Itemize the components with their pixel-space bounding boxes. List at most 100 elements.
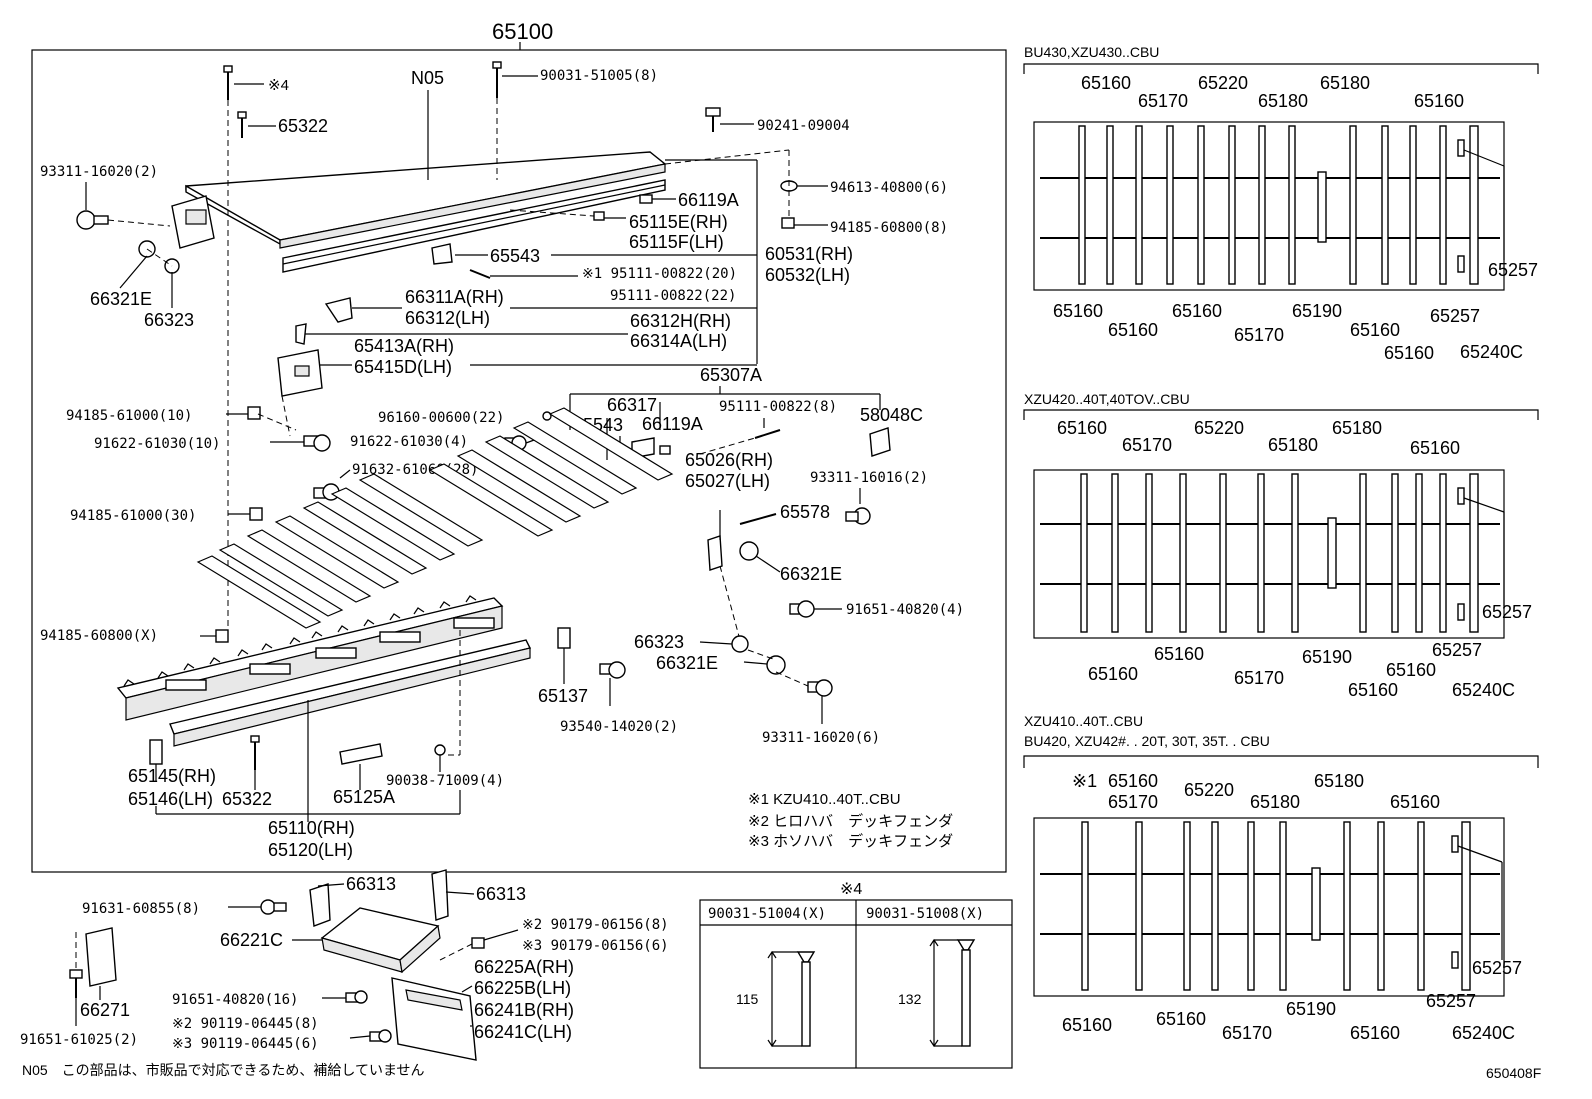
rivet-icon (469, 269, 491, 279)
bushing-icon (739, 541, 759, 561)
latch-icon (295, 323, 307, 345)
l2-bot-65160a: 65160 (1088, 664, 1138, 684)
label-66317: 66317 (607, 395, 657, 415)
label-93540-14020: 93540-14020(2) (560, 719, 678, 735)
label-96160-00600: 96160-00600(22) (378, 410, 504, 426)
label-66314a: 66314A(LH) (630, 331, 727, 351)
label-90179-2: ※2 90179-06156(8) (522, 917, 669, 933)
bracket-66271 (85, 927, 117, 987)
label-66311a: 66311A(RH) (405, 287, 504, 307)
label-91622-61030-10: 91622-61030(10) (94, 436, 220, 452)
label-93311-16020-2: 93311-16020(2) (40, 164, 158, 180)
label-65322-top: 65322 (278, 116, 328, 136)
label-66312h: 66312H(RH) (630, 311, 731, 331)
l3-bot-65190: 65190 (1286, 999, 1336, 1019)
end-cap-icon (149, 739, 163, 765)
bolt-icon (956, 939, 976, 1047)
mud-flap (391, 977, 477, 1061)
l1-bot-65160b: 65160 (1108, 320, 1158, 340)
l1-bot-65257: 65257 (1430, 306, 1480, 326)
side-hinge-rail (116, 595, 532, 747)
label-65027: 65027(LH) (685, 471, 770, 491)
layout1-floor-frame (1033, 121, 1505, 291)
bolt-icon (303, 434, 331, 452)
label-65415d: 65415D(LH) (354, 357, 452, 377)
bolt-icon (345, 990, 368, 1004)
layout2-title: XZU420..40T,40TOV..CBU (1024, 391, 1190, 407)
label-94613-40800: 94613-40800(6) (830, 180, 948, 196)
l1-65257a: 65257 (1488, 260, 1538, 280)
layout3-title1: XZU410..40T..CBU (1024, 713, 1143, 729)
label-66119a-top: 66119A (678, 190, 739, 210)
label-66321e-low: 66321E (656, 653, 718, 673)
label-94185-60800-8: 94185-60800(8) (830, 220, 948, 236)
clip-icon (659, 445, 671, 455)
layout3-title2: BU420, XZU42#. . 20T, 30T, 35T. . CBU (1024, 733, 1270, 749)
l3-bot-65160c: 65160 (1350, 1023, 1400, 1043)
note-1: ※1 KZU410..40T..CBU (748, 791, 901, 808)
label-66323-low: 66323 (634, 632, 684, 652)
l2-65257a: 65257 (1482, 602, 1532, 622)
label-66312-lh: 66312(LH) (405, 308, 490, 328)
deck-fender (320, 907, 441, 974)
label-65413a: 65413A(RH) (354, 336, 454, 356)
screw-icon (237, 111, 247, 138)
label-58048c: 58048C (860, 405, 923, 425)
layout1-title: BU430,XZU430..CBU (1024, 44, 1159, 60)
label-66225b: 66225B(LH) (474, 978, 571, 998)
corner-bracket (171, 195, 215, 249)
crossmember-set (196, 407, 674, 629)
label-66313-a: 66313 (346, 874, 396, 894)
screw-icon (492, 61, 502, 98)
label-90179-3: ※3 90179-06156(6) (522, 938, 669, 954)
l2-bot-65160c: 65160 (1348, 680, 1398, 700)
label-91651-40820-16: 91651-40820(16) (172, 992, 298, 1008)
bolt-table-title: ※4 (840, 881, 862, 898)
clip-icon (639, 194, 653, 204)
label-65578: 65578 (780, 502, 830, 522)
label-65110: 65110(RH) (268, 818, 355, 838)
l2-bot-65160b: 65160 (1154, 644, 1204, 664)
label-n05: N05 (411, 68, 444, 88)
l1-bot-65160e: 65160 (1384, 343, 1434, 363)
label-65307a: 65307A (700, 365, 762, 385)
bolt-table-col1: 90031-51004(X) (708, 906, 826, 922)
l2-bot-65240c: 65240C (1452, 680, 1515, 700)
label-66241c: 66241C(LH) (474, 1022, 572, 1042)
label-60532: 60532(LH) (765, 265, 850, 285)
l3-top-65160a: 65160 (1108, 771, 1158, 791)
label-90038-71009: 90038-71009(4) (386, 773, 504, 789)
note-3: ※3 ホソハバ デッキフェンダ (748, 833, 954, 850)
bolt-icon (599, 661, 626, 679)
label-65120: 65120(LH) (268, 840, 353, 860)
label-195111-00822: ※1 95111-00822(20) (582, 266, 737, 282)
stopper-icon (557, 627, 571, 649)
deck-floor-board (185, 151, 667, 273)
label-66321e-top: 66321E (90, 289, 152, 309)
fender-stay (431, 869, 449, 921)
l3-65257a: 65257 (1472, 958, 1522, 978)
l1-bot-65160a: 65160 (1053, 301, 1103, 321)
screw-icon (250, 735, 260, 770)
clip-icon (593, 211, 605, 221)
rivet-icon (434, 744, 446, 756)
label-note4: ※4 (268, 77, 289, 94)
washer-icon (731, 635, 749, 653)
label-91651-40820-4: 91651-40820(4) (846, 602, 964, 618)
bolt-table-col2: 90031-51008(X) (866, 906, 984, 922)
l2-top-65170: 65170 (1122, 435, 1172, 455)
layout2-floor-frame (1033, 469, 1505, 639)
l2-top-65220: 65220 (1194, 418, 1244, 438)
l3-bot-65240c: 65240C (1452, 1023, 1515, 1043)
hook-bracket (324, 297, 353, 323)
label-91631-60855: 91631-60855(8) (82, 901, 200, 917)
label-66321e-mid: 66321E (780, 564, 842, 584)
label-66119a-mid: 66119A (642, 414, 703, 434)
l2-top-65160a: 65160 (1057, 418, 1107, 438)
latch-icon (869, 427, 891, 457)
label-65543-top: 65543 (490, 246, 540, 266)
bolt-dim-132: 132 (898, 991, 922, 1007)
label-66323-top: 66323 (144, 310, 194, 330)
rivet-icon (542, 411, 552, 421)
